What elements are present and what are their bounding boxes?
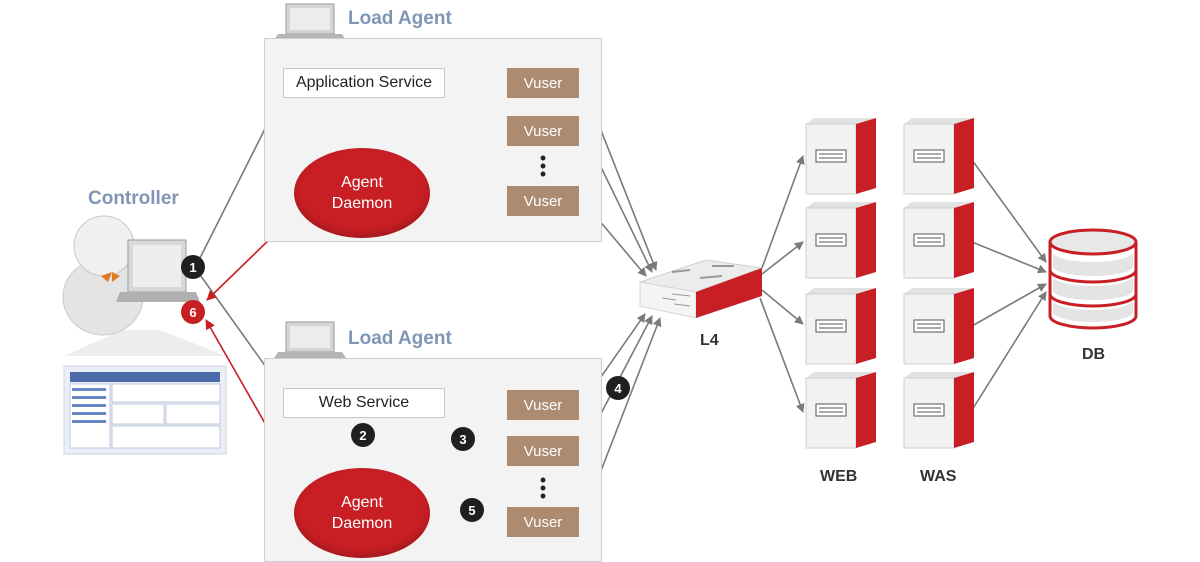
laptop-icon: [116, 239, 200, 302]
controller-title: Controller: [88, 188, 179, 209]
arrow-l4-to-web: [761, 155, 805, 269]
server-icon: [903, 372, 974, 449]
step-badge-5: 5: [460, 498, 484, 522]
arrow-was-to-db: [971, 291, 1047, 411]
laptop-icon: [274, 3, 346, 40]
agent-daemon-1: Agent Daemon: [294, 148, 430, 238]
db-label: DB: [1082, 346, 1106, 363]
arrow-was-to-db: [971, 241, 1047, 274]
server-icon: [903, 288, 974, 365]
vuser-box: Vuser: [507, 68, 579, 98]
step-badge-6: 6: [181, 300, 205, 324]
step-badge-2: 2: [351, 423, 375, 447]
vuser-box: Vuser: [507, 116, 579, 146]
laptop-icon: [274, 321, 346, 358]
arrow-l4-to-web: [761, 241, 804, 275]
web-service-box: Web Service: [283, 388, 445, 418]
server-icon: [903, 202, 974, 279]
server-icon: [805, 288, 876, 365]
arrow-was-to-db: [971, 283, 1047, 327]
load-agent-title-2: Load Agent: [348, 328, 452, 349]
web-label: WEB: [820, 468, 858, 485]
server-icon: [805, 202, 876, 279]
server-icon: [805, 372, 876, 449]
arrow-l4-to-web: [759, 297, 805, 413]
step-badge-3: 3: [451, 427, 475, 451]
more-vusers-ellipsis: •••: [539, 148, 547, 184]
server-icon: [903, 118, 974, 195]
agent-daemon-label: Agent Daemon: [331, 494, 393, 532]
more-vusers-ellipsis: •••: [539, 470, 547, 506]
arrow-l4-to-web: [761, 289, 804, 325]
agent-daemon-2: Agent Daemon: [294, 468, 430, 558]
was-label: WAS: [920, 468, 957, 485]
vuser-box: Vuser: [507, 507, 579, 537]
controller-screen-thumbnail: [63, 365, 227, 455]
l4-switch-icon: [639, 259, 763, 319]
agent-daemon-label: Agent Daemon: [331, 174, 393, 212]
vuser-box: Vuser: [507, 436, 579, 466]
vuser-box: Vuser: [507, 390, 579, 420]
vuser-box: Vuser: [507, 186, 579, 216]
l4-label: L4: [700, 332, 719, 349]
application-service-box: Application Service: [283, 68, 445, 98]
server-icon: [805, 118, 876, 195]
database-icon: [1048, 228, 1138, 330]
step-badge-1: 1: [181, 255, 205, 279]
step-badge-4: 4: [606, 376, 630, 400]
load-agent-title-1: Load Agent: [348, 8, 452, 29]
user-figure-icon: [62, 215, 226, 356]
arrow-was-to-db: [971, 159, 1047, 263]
